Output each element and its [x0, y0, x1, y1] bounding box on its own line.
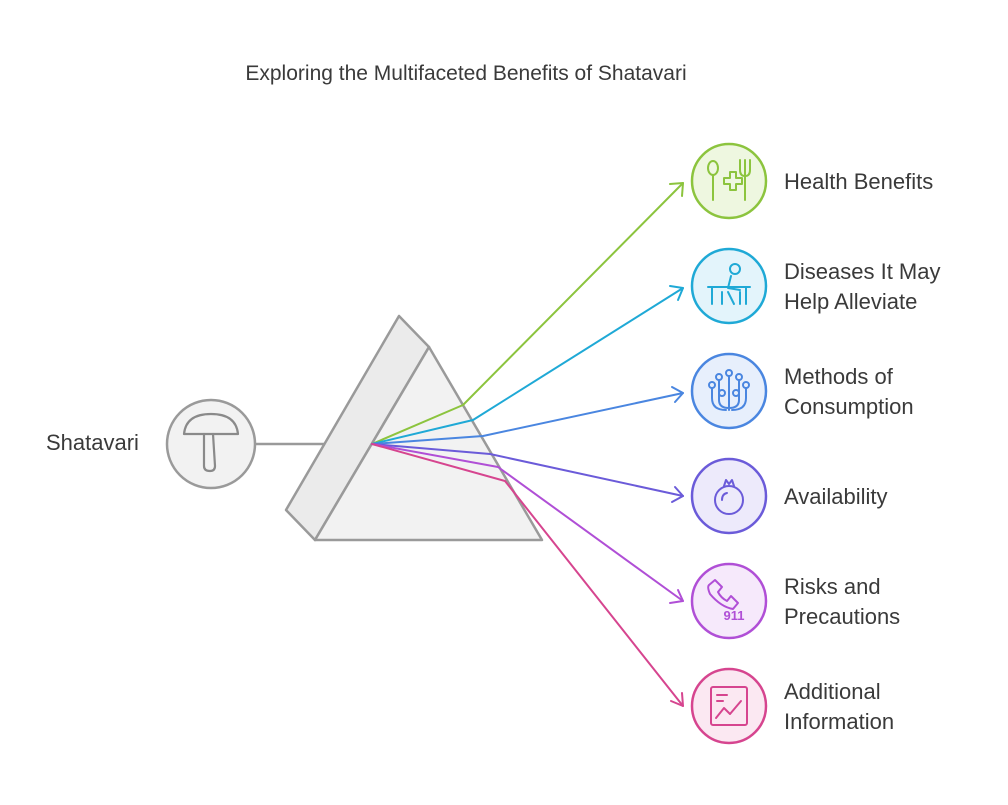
- branch-label-additional: Additional Information: [784, 677, 894, 737]
- mushroom-icon: [182, 412, 240, 473]
- branch-label-methods-line1: Methods of: [784, 364, 893, 389]
- branch-label-availability: Availability: [784, 482, 888, 512]
- branch-label-diseases: Diseases It May Help Alleviate: [784, 257, 941, 317]
- ray-additional: [371, 443, 684, 707]
- branch-node-diseases: [690, 247, 768, 325]
- fruit-icon: [714, 479, 744, 515]
- source-node: [165, 398, 257, 490]
- source-label: Shatavari: [46, 430, 139, 455]
- branch-node-methods: [690, 352, 768, 430]
- branch-label-methods: Methods of Consumption: [784, 362, 914, 422]
- branch-label-availability-line1: Availability: [784, 484, 888, 509]
- phone-911-label: 911: [724, 608, 745, 623]
- ray-diseases: [371, 285, 684, 445]
- plant-roots-icon: [708, 369, 750, 411]
- branch-label-diseases-line2: Help Alleviate: [784, 289, 918, 314]
- person-at-desk-icon: [707, 263, 751, 305]
- prism: [284, 314, 544, 542]
- branch-node-risks: 911: [690, 562, 768, 640]
- diagram-title: Exploring the Multifaceted Benefits of S…: [245, 62, 687, 85]
- rays: [371, 182, 684, 707]
- branch-node-health: [690, 142, 768, 220]
- ray-availability: [371, 443, 684, 503]
- ray-health-benefits: [371, 182, 684, 445]
- branch-label-health-line1: Health Benefits: [784, 169, 934, 194]
- branch-label-risks: Risks and Precautions: [784, 572, 900, 632]
- branch-label-diseases-line1: Diseases It May: [784, 259, 941, 284]
- spoon-fork-medical-cross-icon: [707, 159, 751, 201]
- branch-node-additional: [690, 667, 768, 745]
- branch-label-methods-line2: Consumption: [784, 394, 914, 419]
- branch-node-availability: [690, 457, 768, 535]
- phone-911-icon: [707, 579, 739, 610]
- ray-risks: [371, 443, 684, 604]
- branch-label-additional-line1: Additional: [784, 679, 881, 704]
- branch-label-additional-line2: Information: [784, 709, 895, 734]
- branch-label-health: Health Benefits: [784, 167, 933, 197]
- branch-label-risks-line2: Precautions: [784, 604, 901, 629]
- document-chart-icon: [710, 686, 748, 726]
- branch-label-risks-line1: Risks and: [784, 574, 881, 599]
- ray-methods: [371, 386, 684, 445]
